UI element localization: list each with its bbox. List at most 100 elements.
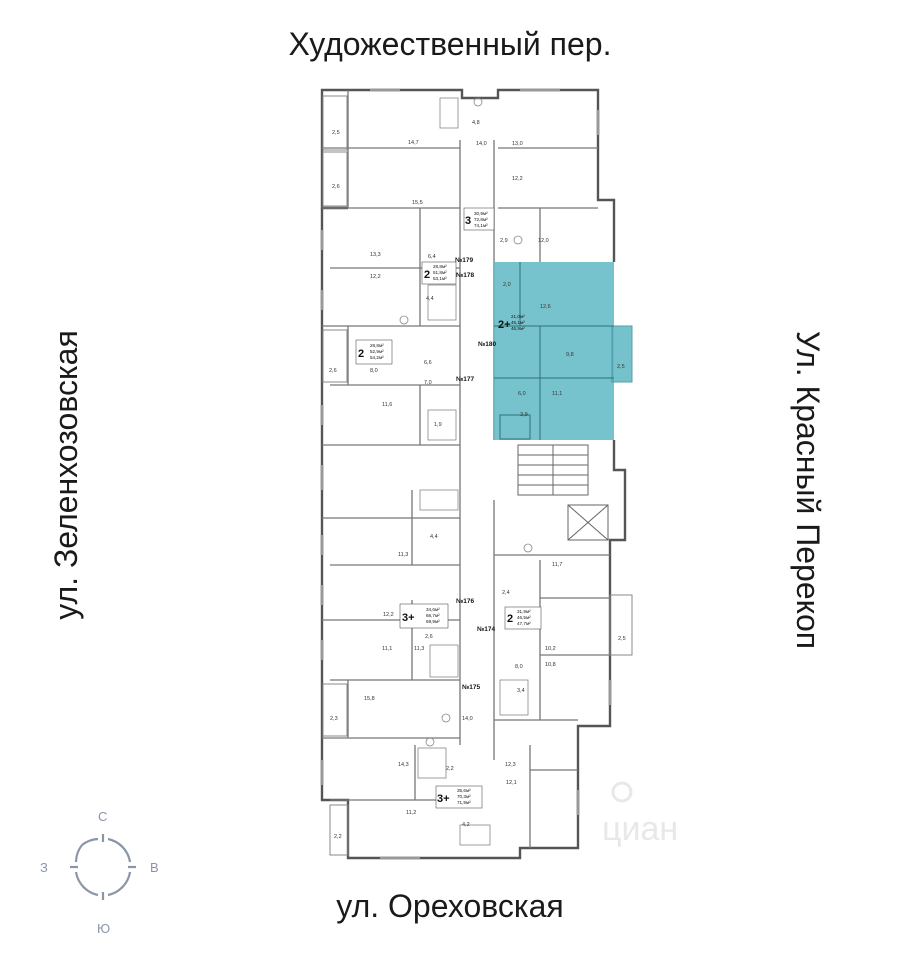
apartment-rooms: 2: [424, 269, 430, 281]
room-area: 13,3: [370, 252, 381, 258]
highlighted-apartment[interactable]: [494, 262, 633, 440]
apartment-180[interactable]: 2+ 21,0м² 45,1м² 46,9м² №180: [478, 314, 525, 348]
room-area: 4,8: [472, 120, 480, 126]
room-area: 10,8: [545, 662, 556, 668]
room-area: 2,6: [332, 184, 340, 190]
bathtub: [427, 284, 457, 321]
apartment-176[interactable]: 3+ 34,6м² 68,7м² 69,9м² №176: [399, 598, 474, 629]
apartment-rooms: 3: [465, 215, 471, 227]
toilet: [523, 543, 533, 553]
apartment-badge: [355, 339, 393, 365]
room-area: 3,4: [517, 688, 525, 694]
apartment-number: №180: [478, 341, 496, 348]
apartment-area-full: 46,9м²: [511, 326, 525, 331]
apartment-178[interactable]: 2 28,8м² 51,8м² 53,1м² №178: [421, 261, 474, 285]
room-area: 6,4: [428, 254, 436, 260]
apartment-area-full: 71,9м²: [457, 800, 471, 805]
room-area: 7,0: [424, 380, 432, 386]
room-area: 2,2: [334, 834, 342, 840]
balcony-5: [329, 804, 349, 856]
room-area: 2,6: [425, 634, 433, 640]
room-area: 11,1: [552, 391, 562, 397]
apartment-area-living: 21,0м²: [511, 314, 525, 319]
apartment-area-total: 45,1м²: [511, 320, 525, 325]
apartment-area-living: 30,9м²: [474, 211, 488, 216]
apartment-number: №175: [462, 684, 480, 691]
room-area: 8,0: [370, 368, 378, 374]
apartment-rooms: 3+: [402, 612, 415, 624]
room-area: 2,4: [502, 590, 510, 596]
bathtub: [459, 824, 491, 846]
room-area: 2,6: [329, 368, 337, 374]
apartment-badge: [421, 261, 457, 285]
room-area: 8,0: [515, 664, 523, 670]
room-area: 12,2: [512, 176, 523, 182]
balconies: [322, 95, 633, 856]
room-area: 14,0: [476, 141, 487, 147]
room-area: 14,7: [408, 140, 419, 146]
apartment-area-total: 46,5м²: [517, 615, 531, 620]
bathroom-fixtures: [399, 97, 533, 846]
compass-arc: [74, 844, 83, 863]
watermark-pin-icon: [611, 781, 633, 803]
room-area: 4,4: [426, 296, 434, 302]
room-area: 9,8: [566, 352, 574, 358]
apartment-badge: [463, 207, 495, 231]
bathroom: [429, 644, 459, 678]
room-area: 12,2: [383, 612, 394, 618]
watermark: циан: [602, 781, 678, 848]
apartment-177[interactable]: 2 28,8м² 52,9м² 54,2м² №177: [355, 339, 474, 383]
room-area: 11,3: [398, 552, 408, 558]
building-outline: [320, 88, 627, 860]
street-label-bottom: ул. Ореховская: [336, 888, 564, 924]
toilet: [513, 235, 523, 245]
room-area: 11,2: [406, 810, 416, 816]
room-area: 14,0: [462, 716, 473, 722]
room-area: 12,1: [506, 780, 517, 786]
compass-arc: [107, 871, 132, 897]
balcony-3: [322, 329, 348, 383]
apartment-number: №179: [455, 257, 473, 264]
apartment-area-total: 52,9м²: [370, 349, 384, 354]
room-area: 4,2: [462, 822, 470, 828]
apartment-area-living: 34,6м²: [426, 607, 440, 612]
room-area: 10,2: [545, 646, 556, 652]
apartment-174[interactable]: 2 31,9м² 46,5м² 47,7м² №174: [477, 606, 542, 633]
compass-arc: [81, 837, 99, 846]
street-label-top: Художественный пер.: [288, 26, 612, 62]
balcony-1: [322, 95, 348, 151]
stairwell: [517, 444, 609, 541]
apartment-area-full: 54,2м²: [370, 355, 384, 360]
apartment-number: №177: [456, 376, 474, 383]
balcony-4: [322, 683, 348, 737]
compass-west: З: [40, 860, 48, 875]
room-area: 11,1: [382, 646, 392, 652]
apartment-area-living: 31,9м²: [517, 609, 531, 614]
outline-bottom: [320, 590, 612, 860]
apartment-179[interactable]: 3 30,9м² 72,8м² 74,1м² №179: [455, 207, 495, 264]
apartment-badge: [435, 785, 483, 809]
apartment-area-full: 53,1м²: [433, 276, 447, 281]
bathtub: [439, 97, 459, 129]
apartment-area-total: 70,3м²: [457, 794, 471, 799]
highlighted-balcony: [611, 325, 633, 383]
highlighted-apartment-area[interactable]: [494, 262, 614, 440]
bathroom: [427, 409, 457, 441]
apartment-area-living: 28,8м²: [433, 264, 447, 269]
bathtub: [499, 679, 529, 716]
compass-arc: [74, 871, 99, 897]
room-area: 12,0: [538, 238, 549, 244]
apartment-175[interactable]: 3+ 35,6м² 70,3м² 71,9м² №175: [435, 684, 483, 809]
room-area: 15,5: [412, 200, 423, 206]
room-area: 2,5: [332, 130, 340, 136]
apartment-rooms: 2+: [498, 319, 511, 331]
room-area: 4,4: [430, 534, 438, 540]
room-area: 12,3: [505, 762, 516, 768]
apartment-area-total: 51,8м²: [433, 270, 447, 275]
watermark-text: циан: [602, 810, 678, 848]
room-area: 11,3: [414, 646, 424, 652]
compass-south: Ю: [97, 921, 110, 936]
balcony-2: [322, 151, 348, 207]
